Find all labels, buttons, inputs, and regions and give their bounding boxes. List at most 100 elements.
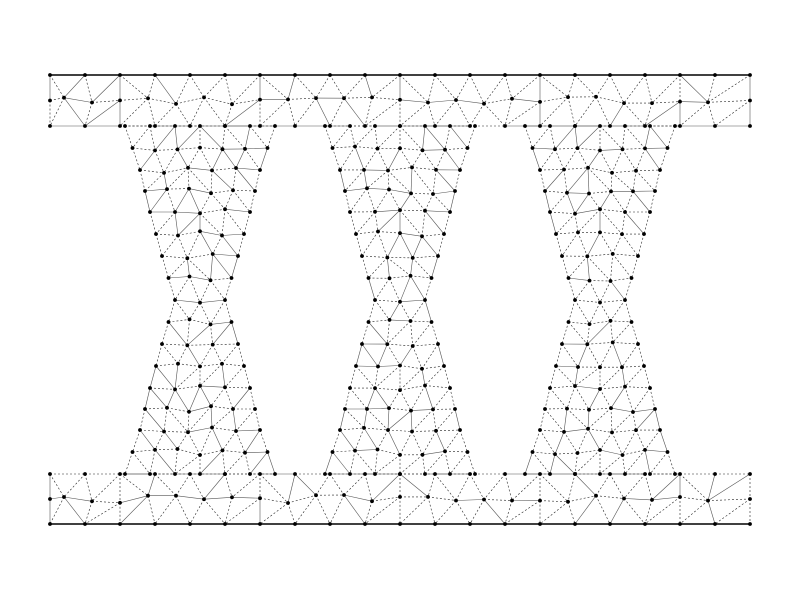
- mesh-edge: [574, 299, 590, 325]
- mesh-edge: [189, 97, 205, 127]
- mesh-edge: [49, 496, 65, 525]
- mesh-edge: [399, 473, 429, 498]
- mesh-edge: [637, 343, 645, 367]
- mesh-node: [148, 124, 152, 128]
- mesh-edge: [224, 209, 245, 235]
- mesh-edge: [149, 188, 168, 213]
- mesh-edge: [364, 97, 373, 127]
- mesh-node: [373, 298, 377, 302]
- mesh-edge: [610, 408, 613, 433]
- mesh-edge: [364, 473, 373, 502]
- mesh-node: [665, 146, 670, 150]
- mesh-edge: [163, 407, 168, 432]
- mesh-edge: [714, 100, 751, 127]
- mesh-edge: [210, 193, 226, 210]
- mesh-node: [62, 95, 66, 100]
- mesh-edge: [387, 167, 413, 171]
- mesh-node: [153, 522, 157, 526]
- mesh-node: [230, 102, 234, 107]
- mesh-edge: [539, 74, 569, 98]
- mesh-node: [443, 449, 447, 454]
- mesh-edge: [315, 74, 331, 99]
- mesh-node: [610, 252, 615, 256]
- mesh-node: [448, 386, 452, 390]
- mesh-edge: [455, 74, 471, 101]
- mesh-node: [468, 124, 472, 128]
- mesh-edge: [561, 343, 579, 368]
- mesh-node: [153, 124, 157, 128]
- mesh-node: [398, 124, 402, 128]
- mesh-edge: [412, 255, 439, 259]
- mesh-edge: [539, 96, 569, 127]
- mesh-edge: [154, 495, 177, 525]
- mesh-edge: [568, 321, 590, 325]
- mesh-node: [566, 499, 570, 504]
- mesh-edge: [155, 211, 176, 235]
- mesh-edge: [589, 280, 601, 303]
- mesh-edge: [567, 501, 576, 525]
- mesh-edge: [511, 74, 541, 99]
- mesh-edge: [189, 74, 205, 98]
- mesh-edge: [232, 387, 251, 410]
- mesh-edge: [161, 343, 188, 346]
- mesh-edge: [539, 169, 546, 192]
- mesh-edge: [610, 277, 632, 282]
- mesh-edge: [144, 407, 168, 410]
- mesh-node: [565, 190, 569, 195]
- mesh-node: [548, 386, 552, 390]
- mesh-edge: [483, 499, 506, 525]
- mesh-edge: [343, 74, 366, 99]
- mesh-edge: [354, 427, 365, 451]
- mesh-node: [118, 73, 122, 77]
- mesh-edge: [483, 98, 513, 104]
- mesh-edge: [63, 496, 93, 502]
- mesh-node: [543, 407, 547, 411]
- mesh-edge: [232, 167, 237, 191]
- mesh-edge: [344, 190, 351, 213]
- mesh-edge: [411, 167, 434, 195]
- mesh-edge: [431, 255, 439, 279]
- mesh-edge: [679, 101, 709, 103]
- mesh-node: [629, 276, 634, 280]
- mesh-node: [648, 472, 652, 476]
- mesh-edge: [587, 342, 613, 345]
- mesh-edge: [235, 408, 256, 432]
- mesh-node: [376, 229, 380, 234]
- mesh-edge: [294, 495, 317, 525]
- mesh-edge: [649, 387, 656, 410]
- mesh-node: [648, 124, 652, 128]
- mesh-edge: [259, 473, 289, 504]
- mesh-edge: [599, 232, 623, 235]
- mesh-edge: [424, 385, 451, 389]
- mesh-edge: [555, 365, 576, 387]
- mesh-node: [153, 447, 157, 452]
- mesh-edge: [168, 321, 188, 346]
- mesh-edge: [424, 210, 445, 235]
- mesh-node: [631, 410, 635, 414]
- mesh-edge: [399, 301, 411, 322]
- mesh-edge: [244, 125, 251, 149]
- mesh-edge: [432, 190, 456, 195]
- mesh-edge: [707, 102, 716, 127]
- mesh-edge: [210, 405, 234, 410]
- mesh-edge: [467, 125, 476, 149]
- mesh-edge: [599, 386, 626, 390]
- mesh-edge: [174, 188, 190, 213]
- mesh-node: [118, 522, 122, 526]
- mesh-edge: [667, 125, 676, 149]
- mesh-node: [198, 229, 202, 234]
- mesh-edge: [199, 231, 213, 255]
- mesh-node: [566, 95, 570, 99]
- mesh-edge: [231, 473, 261, 498]
- mesh-edge: [177, 149, 189, 168]
- mesh-node: [650, 101, 654, 105]
- mesh-edge: [199, 208, 226, 214]
- mesh-edge: [539, 429, 565, 433]
- mesh-edge: [566, 385, 576, 409]
- mesh-edge: [187, 319, 190, 346]
- mesh-edge: [287, 74, 296, 100]
- mesh-edge: [91, 473, 121, 502]
- mesh-edge: [329, 494, 345, 525]
- mesh-node: [410, 165, 414, 170]
- mesh-edge: [539, 149, 556, 171]
